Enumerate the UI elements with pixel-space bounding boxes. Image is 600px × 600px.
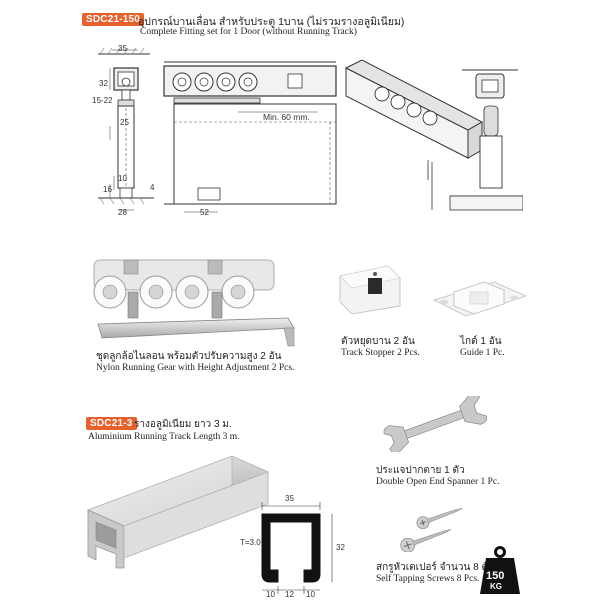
spanner-caption-en: Double Open End Spanner 1 Pc.	[376, 477, 500, 487]
track-title-en: Aluminium Running Track Length 3 m.	[88, 432, 240, 442]
track-stopper-caption-th: ตัวหยุดบาน 2 อัน	[341, 336, 415, 347]
dim-15-22: 15-22	[92, 96, 113, 105]
section-title-th: อุปกรณ์บานเลื่อน สำหรับประตู 1บาน (ไม่รว…	[138, 16, 405, 28]
profile-thickness: T=3.0	[240, 538, 261, 547]
dim-25: 25	[120, 118, 129, 127]
dim-10: 10	[118, 174, 127, 183]
min-60-label: Min. 60 mm.	[263, 112, 310, 122]
spanner-image	[383, 396, 488, 452]
track-stopper-caption-en: Track Stopper 2 Pcs.	[341, 348, 420, 358]
track-code-badge: SDC21-3	[86, 417, 137, 430]
profile-bottom-left: 10	[266, 590, 275, 599]
dim-28: 28	[118, 208, 127, 217]
product-code-badge: SDC21-150	[82, 13, 145, 26]
weight-icon	[480, 546, 520, 594]
dim-35: 35	[118, 44, 127, 53]
track-profile-drawing	[261, 502, 333, 594]
screws-image	[400, 508, 463, 552]
running-gear-image	[93, 259, 295, 347]
profile-bottom-right: 10	[306, 590, 315, 599]
dim-52: 52	[200, 208, 209, 217]
guide-image	[432, 281, 528, 317]
running-gear-caption-th: ชุดลูกล้อไนลอน พร้อมตัวปรับความสูง 2 อัน	[96, 351, 282, 362]
spanner-caption-th: ประแจปากตาย 1 ตัว	[376, 465, 465, 476]
screws-caption-en: Self Tapping Screws 8 Pcs.	[376, 574, 480, 584]
profile-height: 32	[336, 543, 345, 552]
cross-section-drawing	[98, 47, 154, 211]
running-gear-caption-en: Nylon Running Gear with Height Adjustmen…	[96, 363, 295, 373]
dim-4: 4	[150, 183, 155, 192]
elevation-drawing	[163, 61, 337, 213]
section-title-en: Complete Fitting set for 1 Door (without…	[140, 27, 357, 37]
guide-caption-th: ไกด์ 1 อัน	[460, 336, 502, 347]
aluminium-track-image	[86, 455, 270, 569]
screws-caption-th: สกรูหัวเตเปอร์ จำนวน 8 ตัว	[376, 562, 494, 573]
guide-caption-en: Guide 1 Pc.	[460, 348, 505, 358]
dim-16: 16	[103, 185, 112, 194]
dim-32: 32	[99, 79, 108, 88]
track-stopper-image	[339, 265, 401, 315]
perspective-drawing	[344, 59, 523, 211]
profile-bottom-mid: 12	[285, 590, 294, 599]
weight-value: 150	[486, 570, 505, 582]
profile-width: 35	[285, 494, 294, 503]
track-title-th: รางอลูมิเนียม ยาว 3 ม.	[134, 419, 232, 430]
weight-unit: KG	[490, 582, 502, 591]
